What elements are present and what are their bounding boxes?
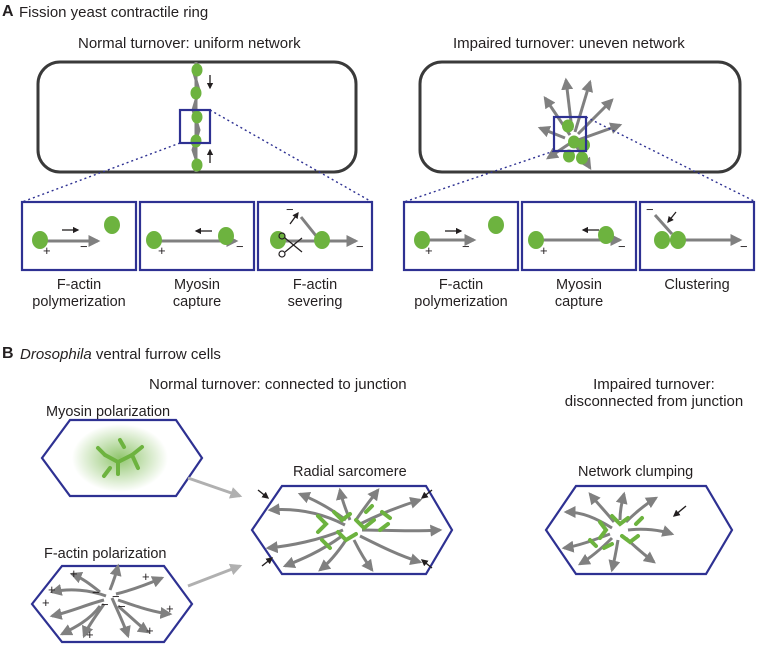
box-myosin-capture-normal	[138, 200, 256, 272]
plus-sign: +	[425, 243, 433, 258]
cell-radial-sarcomere	[250, 484, 454, 576]
plus-sign: +	[540, 243, 548, 258]
cell-factin-polarization	[30, 563, 194, 644]
caption-factin-polymerization: F-actin polymerization	[32, 277, 126, 310]
zoom-line	[209, 109, 373, 203]
scissors-icon	[278, 232, 303, 258]
plus-sign: +	[48, 582, 56, 597]
impaired-yeast-cell	[403, 60, 757, 203]
plus-sign: +	[86, 627, 94, 642]
panel-a-title: Fission yeast contractile ring	[19, 4, 209, 21]
minus-sign: −	[356, 239, 364, 254]
box-factin-polymerization-impaired	[402, 200, 520, 272]
zoom-line	[21, 142, 181, 203]
plus-sign: +	[146, 623, 154, 638]
minus-sign: −	[618, 239, 626, 254]
box-clustering	[638, 200, 756, 272]
plus-sign: +	[42, 595, 50, 610]
transition-arrow	[187, 476, 243, 499]
zoom-line	[585, 116, 757, 203]
minus-sign: −	[80, 239, 88, 254]
minus-sign: −	[92, 585, 100, 600]
minus-sign: −	[112, 589, 120, 604]
caption-factin-severing: F-actin severing	[287, 277, 343, 310]
plus-sign: +	[158, 243, 166, 258]
minus-sign: −	[118, 599, 126, 614]
normal-turnover-junction-heading: Normal turnover: connected to junction	[149, 376, 407, 393]
zoom-line	[403, 150, 555, 203]
transition-arrow	[187, 563, 243, 588]
caption-myosin-capture-impaired: Myosin capture	[554, 277, 604, 310]
cell-network-clumping	[544, 484, 734, 576]
cell-myosin-polarization	[40, 418, 204, 498]
plus-sign: +	[166, 601, 174, 616]
panel-b-title: Drosophila ventral furrow cells	[20, 346, 221, 363]
impaired-turnover-junction-heading: Impaired turnover: disconnected from jun…	[564, 376, 744, 411]
plus-sign: +	[70, 566, 78, 581]
caption-clustering: Clustering	[664, 277, 730, 293]
box-myosin-capture-impaired	[520, 200, 638, 272]
zoom-box	[552, 115, 588, 153]
impaired-turnover-heading: Impaired turnover: uneven network	[453, 35, 685, 52]
minus-sign: −	[236, 239, 244, 254]
minus-sign: −	[101, 597, 109, 612]
label-factin-polarization: F-actin polarization	[44, 546, 167, 562]
minus-sign: −	[646, 202, 654, 217]
panel-b-letter: B	[2, 345, 14, 362]
box-factin-severing	[256, 200, 374, 272]
zoom-box	[178, 108, 212, 145]
caption-factin-polymerization-impaired: F-actin polymerization	[414, 277, 508, 310]
normal-yeast-cell	[21, 60, 373, 203]
label-radial-sarcomere: Radial sarcomere	[293, 464, 407, 480]
panel-a-letter: A	[2, 3, 14, 20]
label-myosin-polarization: Myosin polarization	[46, 404, 171, 420]
plus-sign: +	[142, 569, 150, 584]
box-factin-polymerization-normal	[20, 200, 138, 272]
ring-myosin-nodes	[190, 63, 203, 172]
minus-sign: −	[286, 202, 294, 217]
minus-sign: −	[462, 239, 470, 254]
normal-turnover-heading: Normal turnover: uniform network	[78, 35, 301, 52]
label-network-clumping: Network clumping	[578, 464, 694, 480]
plus-sign: +	[43, 243, 51, 258]
minus-sign: −	[740, 239, 748, 254]
caption-myosin-capture: Myosin capture	[172, 277, 222, 310]
